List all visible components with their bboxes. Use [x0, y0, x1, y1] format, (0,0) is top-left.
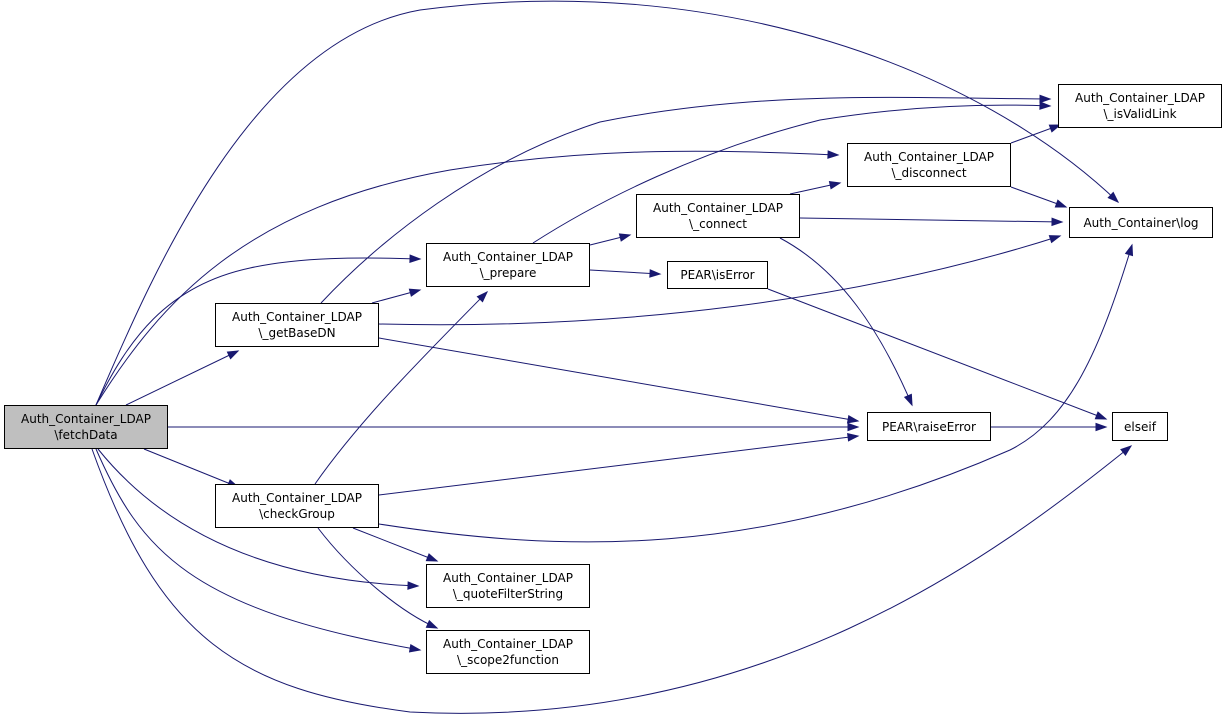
edge-getbasedn-prepare-arrowhead	[408, 288, 422, 297]
node-isvalidlink[interactable]: Auth_Container_LDAP \_isValidLink	[1058, 84, 1222, 128]
node-checkgroup[interactable]: Auth_Container_LDAP \checkGroup	[215, 484, 379, 528]
edge-checkgroup-prepare-arrowhead	[476, 290, 489, 303]
edge-getbasedn-isvalidlink-arrowhead	[1039, 94, 1052, 104]
node-elseif-label: elseif	[1124, 419, 1156, 434]
node-isvalidlink-line2: \_isValidLink	[1103, 107, 1177, 121]
edge-disconnect-isvalidlink-arrowhead	[1048, 124, 1062, 133]
edge-fetchdata-log	[95, 0, 1119, 406]
edge-fetchdata-elseif	[91, 445, 1132, 714]
edge-fetchdata-scope2function-arrowhead	[408, 643, 422, 653]
node-getbasedn-line2: \_getBaseDN	[258, 326, 336, 340]
edge-connect-raiseerror-arrowhead	[903, 393, 913, 407]
edge-fetchdata-prepare-arrowhead	[409, 254, 422, 263]
edge-checkgroup-raiseerror-arrowhead	[847, 433, 860, 442]
edge-fetchdata-disconnect-arrowhead	[827, 150, 840, 159]
edge-connect-raiseerror	[779, 237, 913, 406]
edge-checkgroup-scope2function-arrowhead	[425, 619, 439, 629]
edge-prepare-iserror-arrowhead	[649, 269, 662, 278]
edge-disconnect-log-arrowhead	[1054, 199, 1068, 208]
edge-connect-log	[799, 217, 1063, 223]
edge-fetchdata-checkgroup	[143, 448, 239, 488]
edge-iserror-elseif	[767, 288, 1107, 420]
node-getbasedn[interactable]: Auth_Container_LDAP \_getBaseDN	[215, 303, 379, 347]
edge-fetchdata-scope2function	[95, 448, 421, 651]
node-prepare-line2: \_prepare	[479, 266, 537, 280]
edge-fetchdata-getbasedn-arrowhead	[226, 350, 240, 360]
edge-prepare-iserror	[589, 269, 661, 275]
edge-checkgroup-quotefilterstring	[352, 527, 438, 562]
edge-checkgroup-prepare	[314, 291, 488, 485]
edge-getbasedn-isvalidlink	[320, 96, 1051, 304]
edge-prepare-connect-arrowhead	[618, 233, 632, 242]
edge-checkgroup-scope2function	[317, 527, 438, 629]
node-auth-container-log[interactable]: Auth_Container\log	[1069, 207, 1213, 238]
edge-fetchdata-quotefilterstring	[97, 448, 419, 587]
node-scope2function-line1: Auth_Container_LDAP	[443, 637, 573, 651]
edge-checkgroup-log-arrowhead	[1124, 243, 1134, 257]
node-elseif[interactable]: elseif	[1112, 412, 1168, 441]
node-prepare[interactable]: Auth_Container_LDAP \_prepare	[426, 243, 590, 287]
edge-checkgroup-raiseerror	[378, 435, 859, 496]
node-checkgroup-line2: \checkGroup	[259, 507, 335, 521]
node-prepare-line1: Auth_Container_LDAP	[443, 250, 573, 264]
edge-fetchdata-raiseerror-arrowhead	[847, 422, 860, 432]
edge-getbasedn-raiseerror	[378, 337, 859, 422]
node-isvalidlink-line1: Auth_Container_LDAP	[1075, 91, 1205, 105]
node-connect-line1: Auth_Container_LDAP	[653, 201, 783, 215]
edge-getbasedn-log-arrowhead	[1048, 235, 1062, 244]
edge-fetchdata-prepare	[95, 257, 421, 406]
node-quotefilterstring-line2: \_quoteFilterString	[452, 587, 564, 601]
edge-getbasedn-log	[378, 235, 1061, 326]
edge-connect-disconnect-arrowhead	[828, 181, 842, 190]
node-auth-container-log-label: Auth_Container\log	[1083, 215, 1199, 230]
edge-checkgroup-quotefilterstring-arrowhead	[425, 553, 439, 562]
edge-fetchdata-getbasedn	[125, 350, 239, 406]
node-fetchdata-line2: \fetchData	[54, 428, 118, 442]
node-connect-line2: \_connect	[689, 217, 747, 231]
edge-connect-log-arrowhead	[1051, 217, 1064, 227]
edge-checkgroup-log	[378, 244, 1133, 543]
node-pear-iserror-label: PEAR\isError	[680, 268, 755, 282]
node-scope2function[interactable]: Auth_Container_LDAP \_scope2function	[426, 630, 590, 674]
node-disconnect[interactable]: Auth_Container_LDAP \_disconnect	[847, 143, 1011, 187]
node-quotefilterstring-line1: Auth_Container_LDAP	[443, 571, 573, 585]
node-connect[interactable]: Auth_Container_LDAP \_connect	[636, 194, 800, 238]
node-getbasedn-line1: Auth_Container_LDAP	[232, 310, 362, 324]
edge-raiseerror-elseif-arrowhead	[1095, 422, 1108, 432]
node-disconnect-line1: Auth_Container_LDAP	[864, 150, 994, 164]
node-pear-iserror[interactable]: PEAR\isError	[667, 261, 768, 289]
node-checkgroup-line1: Auth_Container_LDAP	[232, 491, 362, 505]
edge-fetchdata-quotefilterstring-arrowhead	[407, 581, 420, 590]
edge-prepare-isvalidlink-arrowhead	[1039, 101, 1052, 110]
node-pear-raiseerror-label: PEAR\raiseError	[882, 419, 976, 434]
edge-getbasedn-raiseerror-arrowhead	[846, 414, 860, 424]
node-scope2function-line2: \_scope2function	[457, 653, 559, 667]
node-fetchdata[interactable]: Auth_Container_LDAP \fetchData	[4, 405, 168, 449]
edge-fetchdata-elseif-arrowhead	[1120, 445, 1133, 456]
edge-prepare-isvalidlink	[532, 104, 1051, 244]
node-pear-raiseerror[interactable]: PEAR\raiseError	[867, 412, 991, 441]
node-quotefilterstring[interactable]: Auth_Container_LDAP \_quoteFilterString	[426, 564, 590, 608]
edge-fetchdata-log-arrowhead	[1107, 191, 1120, 204]
node-disconnect-line2: \_disconnect	[891, 166, 967, 180]
node-fetchdata-line1: Auth_Container_LDAP	[21, 412, 151, 426]
edge-iserror-elseif-arrowhead	[1094, 411, 1108, 420]
